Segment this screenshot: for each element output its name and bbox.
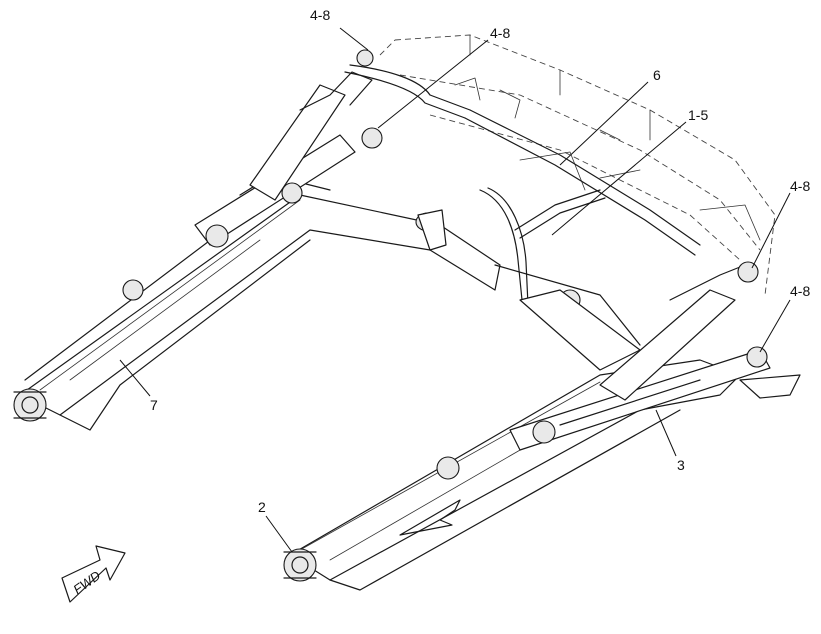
callouts: 4-8 4-8 6 1-5 4-8 4-8 7 3 2 [150,7,810,515]
hydraulic-lines [344,64,701,306]
callout-4-8-right-upper: 4-8 [790,178,810,194]
callout-4-8-right-lower: 4-8 [790,283,810,299]
callout-7: 7 [150,397,158,413]
callout-6: 6 [653,67,661,83]
callout-3: 3 [677,457,685,473]
callout-4-8-top-left: 4-8 [310,7,330,23]
callout-4-8-top-mid: 4-8 [490,25,510,41]
callout-2: 2 [258,499,266,515]
right-lift-arm [283,261,801,591]
callout-1-5: 1-5 [688,107,708,123]
left-lift-arm [13,49,501,431]
machine-frame [379,34,776,296]
fwd-arrow-icon: FWD [61,545,126,603]
leader-lines [119,27,791,553]
